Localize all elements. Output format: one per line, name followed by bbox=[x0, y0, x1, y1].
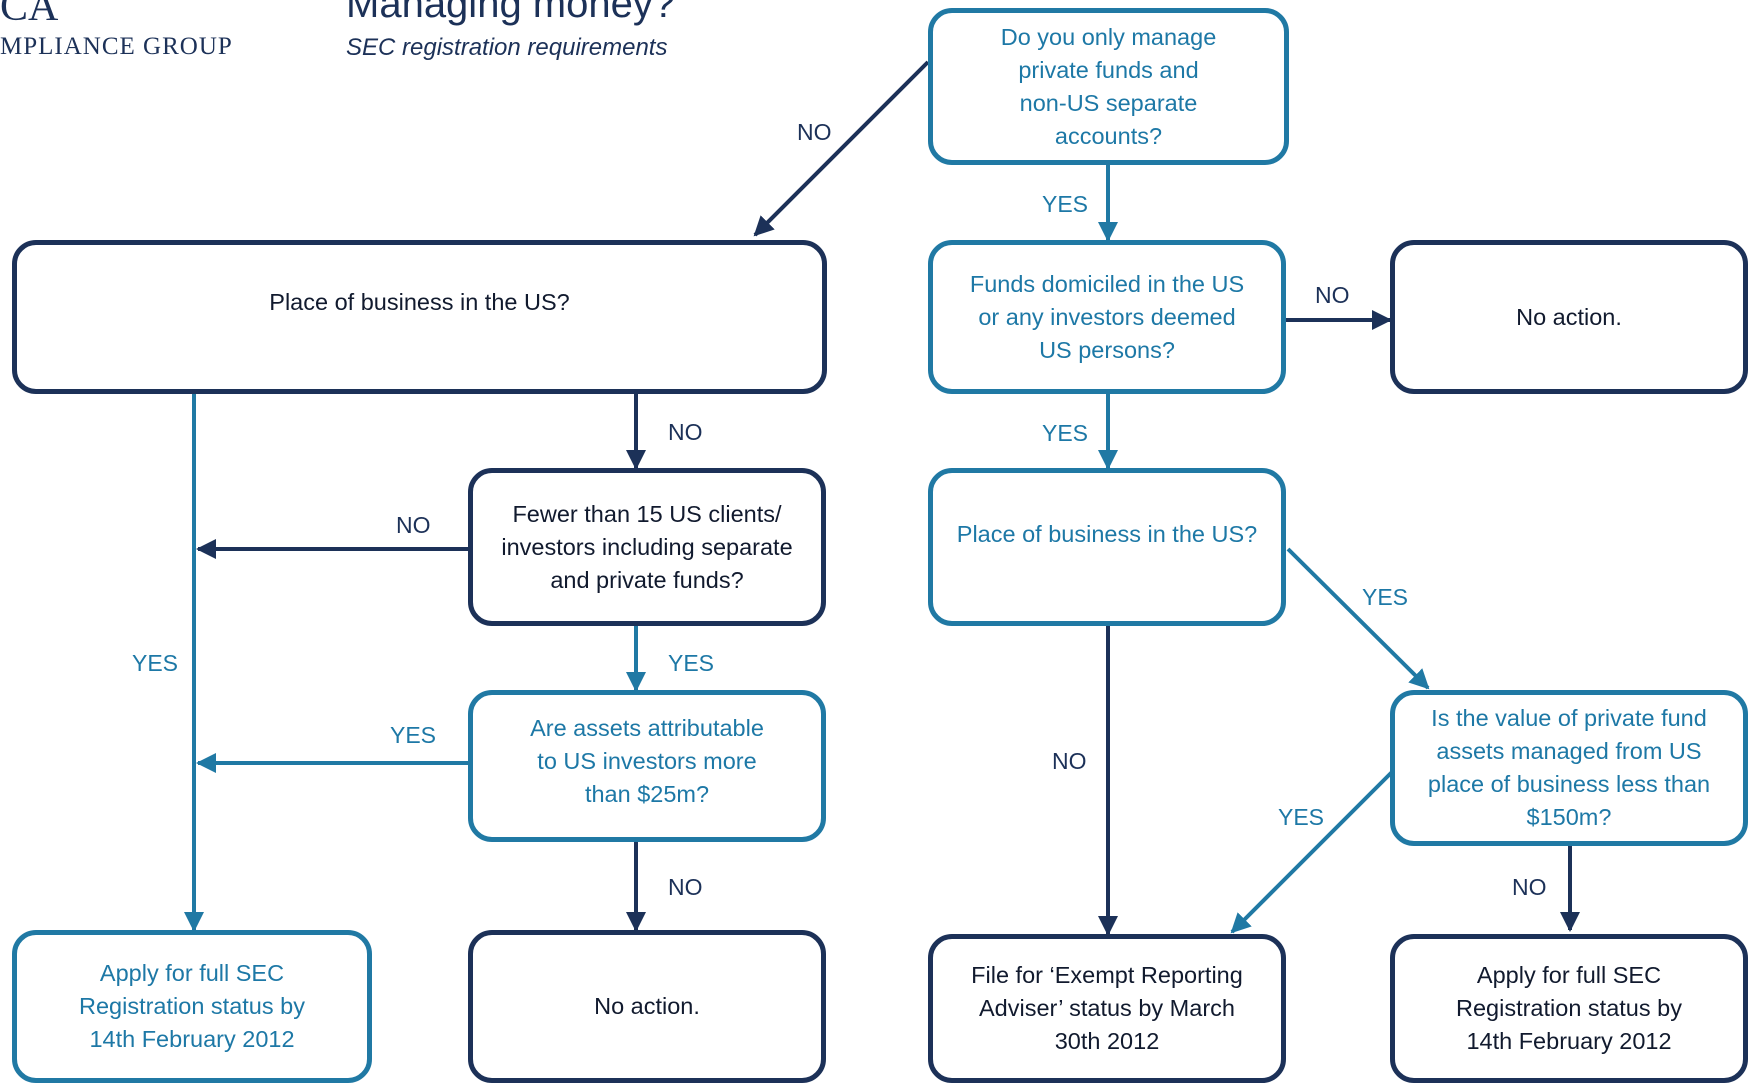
edge-label-no: NO bbox=[1315, 282, 1350, 308]
node-apply-full-sec-left: Apply for full SEC Registration status b… bbox=[12, 930, 372, 1083]
edge-label-no: NO bbox=[668, 419, 703, 445]
edge-label-yes: YES bbox=[668, 650, 715, 676]
edge-value-150m-to-file-exempt bbox=[1230, 770, 1394, 934]
node-private-funds-question: Do you only manage private funds and non… bbox=[928, 8, 1289, 165]
edge-label-yes: YES bbox=[390, 722, 437, 748]
node-funds-domiciled-question: Funds domiciled in the US or any investo… bbox=[928, 240, 1286, 394]
page-title: Managing money? bbox=[346, 0, 676, 26]
edge-top-to-place-left bbox=[753, 60, 930, 237]
edge-label-no: NO bbox=[1512, 874, 1547, 900]
edge-label-yes: YES bbox=[1362, 584, 1409, 610]
logo-mark: CA bbox=[0, 0, 59, 30]
edge-label-no: NO bbox=[1052, 748, 1087, 774]
node-place-of-business-right: Place of business in the US? bbox=[928, 468, 1286, 626]
node-place-of-business-left: Place of business in the US? bbox=[12, 240, 827, 394]
node-value-150m-question: Is the value of private fund assets mana… bbox=[1390, 690, 1748, 846]
node-file-exempt-reporting: File for ‘Exempt Reporting Adviser’ stat… bbox=[928, 934, 1286, 1083]
node-fewer-than-15-question: Fewer than 15 US clients/ investors incl… bbox=[468, 468, 826, 626]
logo-text: MPLIANCE GROUP bbox=[0, 33, 233, 60]
node-no-action-bottom: No action. bbox=[468, 930, 826, 1083]
edge-label-no: NO bbox=[797, 119, 832, 145]
edge-label-no: NO bbox=[396, 512, 431, 538]
edge-label-yes: YES bbox=[1042, 191, 1089, 217]
edge-label-no: NO bbox=[668, 874, 703, 900]
edge-label-yes: YES bbox=[1278, 804, 1325, 830]
node-no-action-top: No action. bbox=[1390, 240, 1748, 394]
edge-label-yes: YES bbox=[132, 650, 179, 676]
edge-label-yes: YES bbox=[1042, 420, 1089, 446]
page-subtitle: SEC registration requirements bbox=[346, 34, 668, 61]
node-apply-full-sec-right: Apply for full SEC Registration status b… bbox=[1390, 934, 1748, 1083]
edge-place-right-to-value-150m bbox=[1286, 547, 1430, 690]
node-assets-25m-question: Are assets attributable to US investors … bbox=[468, 690, 826, 842]
